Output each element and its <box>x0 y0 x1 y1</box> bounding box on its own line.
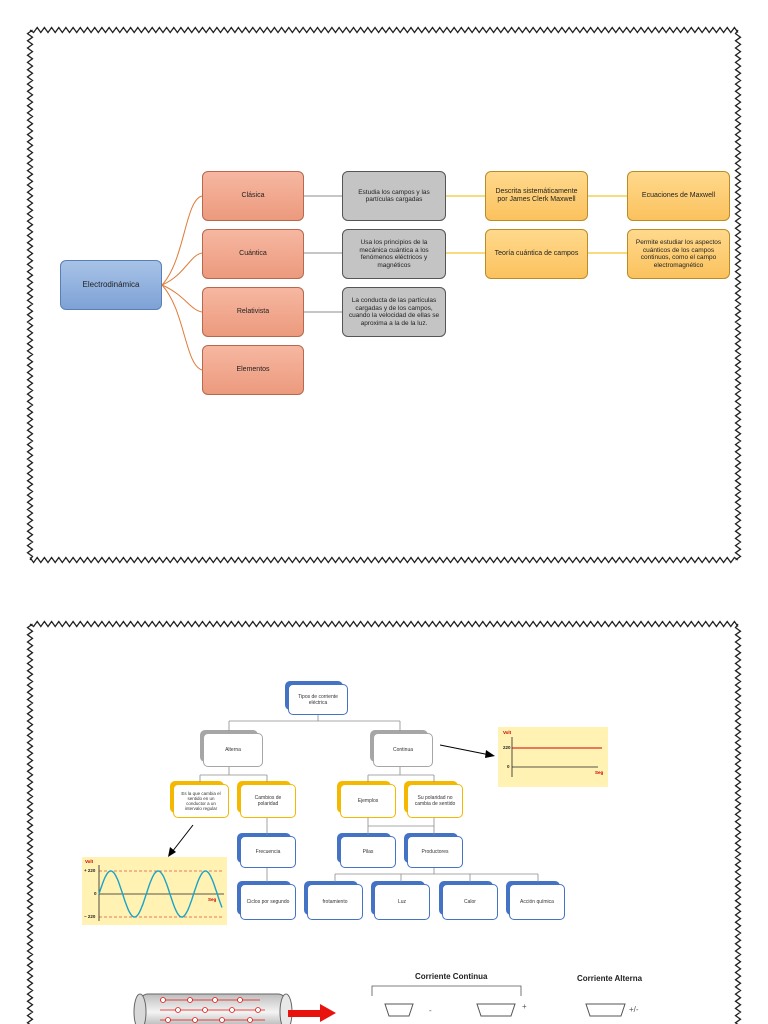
quantum-field-detail: Teoría cuántica de campos <box>485 229 588 279</box>
tipos-corriente-node: Tipos de corriente eléctrica <box>285 681 348 715</box>
electrodinamica-node: Electrodinámica <box>60 260 162 310</box>
alterna-plusminus-sign: +/- <box>629 1005 639 1014</box>
continua-node: Continua <box>370 730 433 767</box>
relativista-node: Relativista <box>202 287 304 337</box>
frecuencia-node: Frecuencia <box>237 833 296 868</box>
dc-voltage-graph: Volt 220 0 Seg <box>498 727 608 787</box>
pilas-node: Pilas <box>337 833 396 868</box>
cuantica-description: Usa los principios de la mecánica cuánti… <box>342 229 446 279</box>
continua-minus-terminal-icon <box>384 1003 414 1017</box>
cuantica-node: Cuántica <box>202 229 304 279</box>
corriente-alterna-title: Corriente Alterna <box>577 974 643 983</box>
zigzag-border <box>26 26 742 564</box>
polaridad-node: Su polaridad no cambia de sentido <box>404 781 463 818</box>
relativista-description: La conducta de las partículas cargadas y… <box>342 287 446 337</box>
ac-zero-label: 0 <box>94 891 97 896</box>
alterna-definition: Es la que cambia el sentido en un conduc… <box>170 781 229 818</box>
dc-volt-label: Volt <box>503 730 512 735</box>
conductor-wire <box>133 993 293 1024</box>
ac-seg-label: Seg <box>208 897 217 902</box>
corriente-continua-title: Corriente Continua <box>415 972 488 981</box>
dc-zero-label: 0 <box>507 764 510 769</box>
ac-voltage-graph: Volt + 220 0 − 220 Seg <box>82 857 227 925</box>
calor-node: Calor <box>439 881 498 920</box>
dc-220-label: 220 <box>503 745 511 750</box>
ac-minus-220-label: − 220 <box>84 914 96 919</box>
accion-quimica-node: Acción química <box>506 881 565 920</box>
maxwell-detail: Descrita sistemáticamente por James Cler… <box>485 171 588 221</box>
clasica-node: Clásica <box>202 171 304 221</box>
elementos-node: Elementos <box>202 345 304 395</box>
ejemplos-node: Ejemplos <box>337 781 396 818</box>
quantum-field-result: Permite estudiar los aspectos cuánticos … <box>627 229 730 279</box>
continua-plus-terminal-icon <box>476 1003 516 1017</box>
maxwell-equations-result: Ecuaciones de Maxwell <box>627 171 730 221</box>
cambios-polaridad-node: Cambios de polaridad <box>237 781 296 818</box>
luz-node: Luz <box>371 881 430 920</box>
ciclos-node: Ciclos por segundo <box>237 881 296 920</box>
ac-plus-220-label: + 220 <box>84 868 96 873</box>
continua-minus-sign: - <box>429 1006 432 1015</box>
continua-plus-sign: + <box>522 1002 527 1011</box>
clasica-description: Estudia los campos y las partículas carg… <box>342 171 446 221</box>
productores-node: Productores <box>404 833 463 868</box>
alterna-terminal-icon <box>585 1003 626 1017</box>
ac-volt-label: Volt <box>85 859 94 864</box>
red-arrow-icon <box>288 1004 336 1022</box>
alterna-node: Alterna <box>200 730 263 767</box>
dc-seg-label: Seg <box>595 770 604 775</box>
frotamiento-node: frotamiento <box>304 881 363 920</box>
zigzag-border <box>26 620 742 1024</box>
